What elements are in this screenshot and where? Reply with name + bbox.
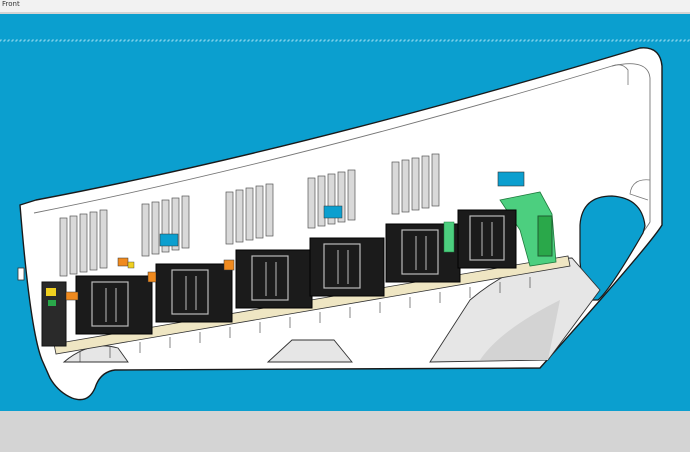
enclosure-notch (611, 64, 629, 85)
heatsink[interactable] (391, 153, 440, 215)
heatsink[interactable] (141, 195, 190, 257)
chip (323, 205, 343, 219)
capacitor-orange (147, 271, 157, 283)
driver-module[interactable] (75, 275, 153, 335)
viewport-toolbar-strip: Front (0, 0, 690, 12)
capacitor-orange (65, 291, 79, 301)
led-green (443, 221, 455, 253)
capacitor-orange (223, 259, 235, 271)
chip (497, 171, 525, 187)
chip (159, 233, 179, 247)
left-connector-accent-2 (48, 300, 56, 306)
capacitor-orange (117, 257, 129, 267)
driver-module[interactable] (309, 237, 385, 297)
enclosure-side-bump (629, 179, 651, 201)
support-rib-right-shade (480, 300, 560, 360)
pcb-pins (79, 277, 531, 362)
heatsink[interactable] (307, 169, 356, 229)
driver-module[interactable] (155, 263, 233, 323)
mounting-hole[interactable] (579, 195, 646, 301)
led-yellow (127, 261, 135, 269)
driver-module[interactable] (235, 249, 313, 309)
support-rib-center (266, 339, 353, 363)
left-connector-accent (46, 288, 56, 296)
view-name-label: Front (2, 0, 20, 8)
green-daughterboard-socket (537, 215, 553, 257)
driver-module[interactable] (457, 209, 517, 269)
viewport-frame (0, 39, 690, 42)
heatsink[interactable] (59, 209, 108, 277)
heatsink[interactable] (225, 183, 274, 245)
left-bracket (17, 267, 25, 281)
